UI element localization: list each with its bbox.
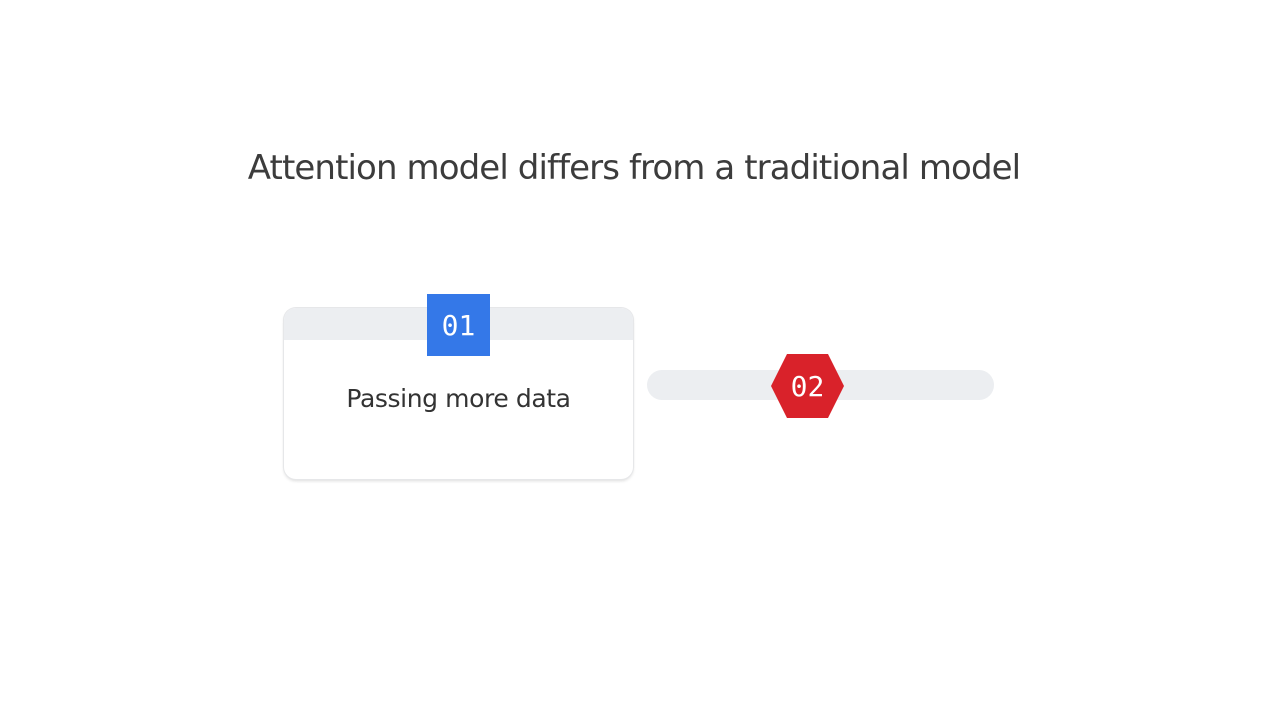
item-label-01: Passing more data — [346, 384, 571, 413]
number-badge-01: 01 — [427, 294, 490, 356]
number-badge-02-text: 02 — [790, 369, 825, 403]
hexagon-shape — [771, 354, 844, 418]
number-badge-02: 02 — [771, 354, 844, 418]
number-badge-01-text: 01 — [441, 308, 476, 342]
slide-title: Attention model differs from a tradition… — [247, 148, 1021, 188]
